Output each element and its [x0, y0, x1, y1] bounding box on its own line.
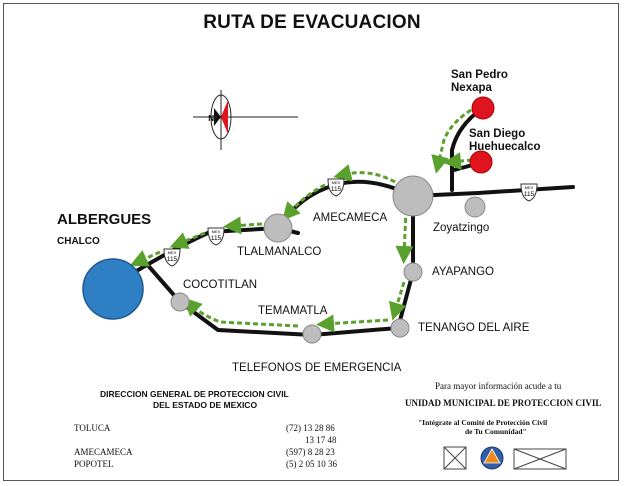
label-ayapango: AYAPANGO: [432, 266, 494, 278]
label-san-pedro: San Pedro Nexapa: [451, 69, 508, 94]
road-main-highway: [113, 179, 415, 286]
town-zoyatzingo: [464, 196, 486, 218]
shield-3: MEX 115: [207, 227, 225, 246]
shield-1-label: MEX: [525, 185, 534, 190]
label-temamatla: TEMAMATLA: [258, 305, 328, 317]
phone-city-1: TOLUCA: [74, 423, 111, 433]
shield-4-label: MEX: [168, 250, 177, 255]
town-cocotitlan: [170, 292, 190, 312]
label-amecameca: AMECAMECA: [313, 212, 388, 224]
label-chalco: CHALCO: [57, 236, 100, 247]
label-san-diego: San Diego Huehuecalco: [469, 128, 541, 153]
towns: [82, 96, 495, 344]
phone-number-4: (5) 2 05 10 36: [286, 459, 337, 469]
evacuation-route: [129, 104, 479, 333]
label-albergues: ALBERGUES: [57, 211, 152, 228]
shield-2-number: 115: [331, 186, 342, 193]
shield-4-number: 115: [167, 256, 178, 263]
agency-line-1: DIRECCION GENERAL DE PROTECCION CIVIL: [100, 389, 289, 399]
town-amecameca: [392, 175, 434, 217]
shield-4: MEX 115: [163, 248, 181, 267]
shield-3-number: 115: [211, 235, 222, 242]
shield-2-label: MEX: [332, 180, 341, 185]
map-frame: [3, 3, 619, 481]
road-temamatla: [143, 260, 400, 338]
town-tenango: [390, 318, 410, 338]
town-tlalmanalco: [263, 213, 293, 243]
agency-line-2: DEL ESTADO DE MEXICO: [153, 400, 258, 410]
label-tenango: TENANGO DEL AIRE: [418, 322, 530, 334]
compass-rose: N: [193, 90, 298, 150]
shelter-chalco: [82, 258, 144, 320]
phone-city-4: POPOTEL: [74, 459, 114, 469]
road-east: [411, 185, 575, 198]
highway-shields: MEX 115 MEX 115 MEX 115 MEX 115: [163, 178, 538, 267]
info-line-1: Para mayor información acude a tu: [435, 381, 562, 391]
phone-number-3: (597) 8 28 23: [286, 447, 335, 457]
shield-3-label: MEX: [212, 229, 221, 234]
town-ayapango: [403, 262, 423, 282]
phone-city-3: AMECAMECA: [74, 447, 133, 457]
label-tlalmanalco: TLALMANALCO: [237, 246, 322, 258]
phone-number-1: (72) 13 28 86: [286, 423, 335, 433]
compass-north-label: N: [208, 114, 214, 123]
town-temamatla: [302, 324, 322, 344]
info-slogan-1: "Intégrate al Comité de Protección Civil: [418, 418, 548, 427]
map-title: RUTA DE EVACUACION: [203, 12, 421, 33]
shield-2: MEX 115: [327, 178, 345, 197]
shield-1-number: 115: [524, 191, 535, 198]
info-slogan-2: de Tu Comunidad": [465, 427, 527, 436]
phones-heading: TELEFONOS DE EMERGENCIA: [232, 362, 402, 374]
label-cocotitlan: COCOTITLAN: [183, 279, 258, 291]
footer-logos: [443, 446, 567, 470]
label-zoyatzingo: Zoyatzingo: [433, 222, 490, 234]
phone-number-2: 13 17 48: [305, 435, 337, 445]
town-san-diego: [469, 150, 493, 174]
town-san-pedro: [471, 96, 495, 120]
info-line-2: UNIDAD MUNICIPAL DE PROTECCION CIVIL: [405, 398, 602, 408]
shield-1: MEX 115: [520, 183, 538, 202]
